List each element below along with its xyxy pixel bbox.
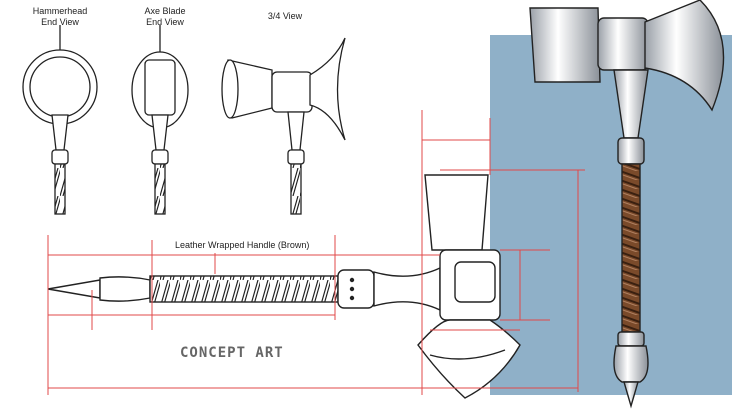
concept-art-watermark: CONCEPT ART <box>180 345 284 361</box>
hammerhead-view-label: Hammerhead End View <box>20 6 100 28</box>
horizontal-axe <box>47 174 521 399</box>
label-line: Hammerhead <box>32 6 88 16</box>
vertical-axe <box>529 0 725 409</box>
three-quarter-view-label: 3/4 View <box>267 11 303 21</box>
axe-blade-view-label: Axe Blade End View <box>125 6 205 28</box>
dimension-lines <box>47 110 585 395</box>
handle-note: Leather Wrapped Handle (Brown) <box>175 240 310 250</box>
label-line: End View <box>41 17 79 27</box>
label-line: Axe Blade <box>144 6 186 16</box>
axe-blade-end-view <box>131 25 189 215</box>
hammerhead-end-view <box>22 25 98 215</box>
three-quarter-view <box>221 37 346 215</box>
label-line: End View <box>146 17 184 27</box>
blue-backdrop <box>490 35 732 395</box>
